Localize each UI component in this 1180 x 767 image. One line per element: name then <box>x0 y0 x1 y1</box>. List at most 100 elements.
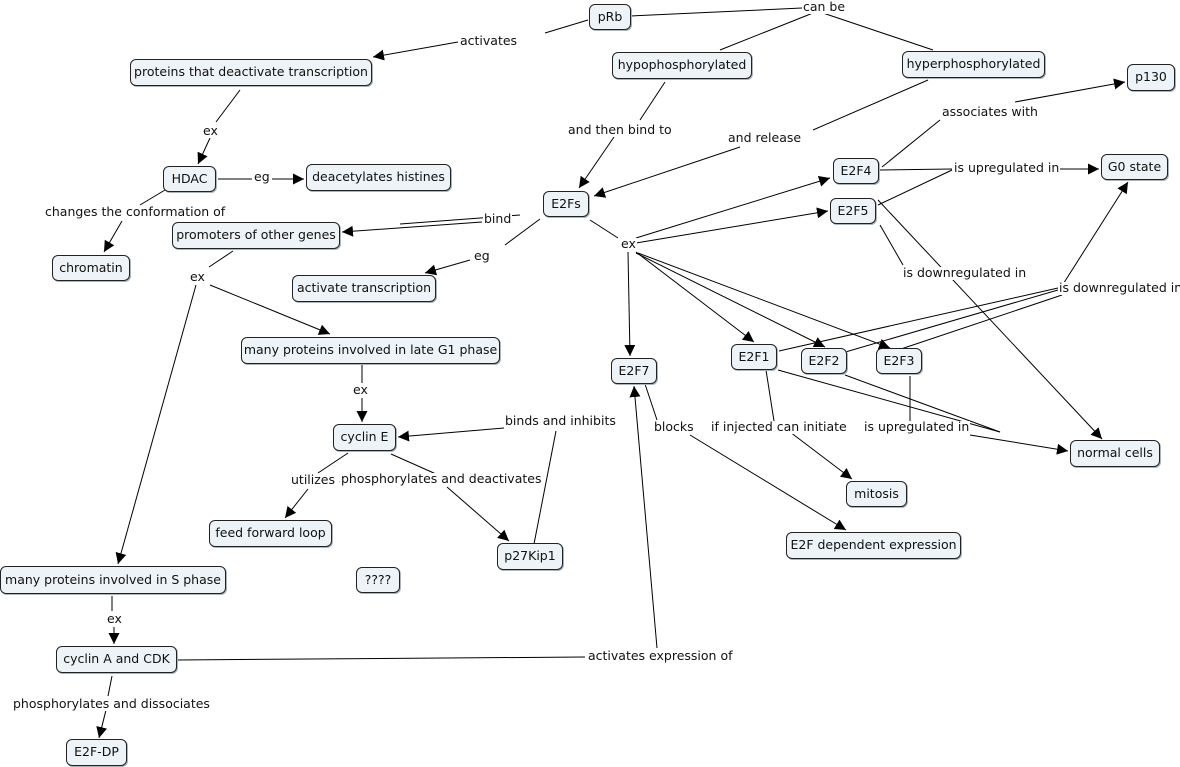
line-connector-19 <box>589 219 619 239</box>
concept-hdac[interactable]: HDAC <box>163 166 216 192</box>
arrow-connector-47 <box>115 284 197 565</box>
link-binds-and-inhibits: binds and inhibits <box>504 413 617 428</box>
concept-e2f-dp[interactable]: E2F-DP <box>66 739 127 766</box>
arrow-connector-59 <box>629 385 658 649</box>
link-activates: activates <box>459 33 519 48</box>
link-utilizes-a: utilizes a <box>290 472 348 487</box>
concept-promoters-of-other-genes[interactable]: promoters of other genes <box>172 222 340 249</box>
link-ex-deactivate-hdac: ex <box>202 123 219 138</box>
link-changes-conformation: changes the conformation of <box>44 204 227 219</box>
link-and-then-bind-to: and then bind to <box>567 122 673 137</box>
arrow-connector-46 <box>209 284 331 335</box>
concept-s-phase-proteins[interactable]: many proteins involved in S phase <box>0 566 226 594</box>
link-bind: bind <box>483 211 513 226</box>
concept-proteins-deactivate-transcription[interactable]: proteins that deactivate transcription <box>130 59 372 86</box>
arrow-connector-33 <box>1059 181 1129 290</box>
concept-e2f7[interactable]: E2F7 <box>611 358 657 384</box>
concept-e2f-dependent-expression[interactable]: E2F dependent expression <box>786 532 961 559</box>
link-if-injected-can-initiate: if injected can initiate <box>710 419 848 434</box>
link-ex-late-g1: ex <box>352 382 369 397</box>
line-connector-32 <box>879 224 904 266</box>
line-connector-34 <box>778 287 1059 352</box>
arrow-connector-23 <box>635 251 755 343</box>
arrow-connector-12 <box>578 136 615 189</box>
link-associates-with: associates with <box>941 104 1039 119</box>
concept-chromatin[interactable]: chromatin <box>52 255 130 281</box>
line-connector-11 <box>639 81 666 121</box>
line-connector-9 <box>139 189 166 206</box>
line-connector-45 <box>208 250 234 268</box>
line-connector-0 <box>629 7 803 17</box>
line-connector-38 <box>844 374 1001 433</box>
arrow-connector-21 <box>635 207 829 244</box>
concept-g0-state[interactable]: G0 state <box>1101 154 1168 180</box>
arrow-connector-10 <box>103 220 123 253</box>
line-connector-17 <box>504 218 541 246</box>
concept-late-g1-proteins[interactable]: many proteins involved in late G1 phase <box>241 337 500 364</box>
line-connector-54 <box>390 453 437 475</box>
concept-e2fs[interactable]: E2Fs <box>543 191 589 217</box>
concept-cyclin-a-and-cdk[interactable]: cyclin A and CDK <box>56 646 177 673</box>
arrow-connector-6 <box>197 137 211 165</box>
arrow-connector-50 <box>397 427 505 442</box>
link-is-upregulated-in-g0: is upregulated in <box>953 160 1061 175</box>
line-connector-41 <box>765 369 775 422</box>
link-blocks: blocks <box>653 419 695 434</box>
concept-hyperphosphorylated[interactable]: hyperphosphorylated <box>902 51 1045 78</box>
line-connector-58 <box>176 656 586 661</box>
line-connector-13 <box>812 79 929 131</box>
concept-e2f3[interactable]: E2F3 <box>876 348 922 374</box>
link-is-upregulated-in-normal: is upregulated in <box>863 419 971 434</box>
line-connector-43 <box>644 383 658 421</box>
concept-normal-cells[interactable]: normal cells <box>1070 440 1160 467</box>
arrow-connector-40 <box>969 434 1069 455</box>
arrow-connector-24 <box>635 252 826 348</box>
link-eg-e2fs: eg <box>473 248 491 263</box>
link-eg-hdac: eg <box>253 169 271 184</box>
link-activates-expression-of: activates expression of <box>587 648 734 663</box>
line-connector-52 <box>317 452 349 474</box>
concept-deacetylates-histines[interactable]: deacetylates histines <box>306 164 451 191</box>
concept-prb[interactable]: pRb <box>589 4 631 30</box>
line-connector-60 <box>107 675 113 697</box>
arrow-connector-42 <box>789 431 853 480</box>
link-ex-e2fs: ex <box>620 236 637 251</box>
concept-hypophosphorylated[interactable]: hypophosphorylated <box>612 52 752 79</box>
arrow-connector-25 <box>637 252 891 350</box>
concept-e2f4[interactable]: E2F4 <box>833 158 879 184</box>
line-connector-3 <box>544 19 589 34</box>
link-is-downregulated-in-normal: is downregulated in <box>902 265 1028 280</box>
link-is-downregulated-in-g0: is downregulated in <box>1058 281 1180 295</box>
link-can-be: can be <box>802 0 847 14</box>
concept-e2f2[interactable]: E2F2 <box>801 348 847 374</box>
line-connector-29 <box>881 119 941 168</box>
concept-question-marks[interactable]: ???? <box>356 567 400 593</box>
line-connector-35 <box>841 289 1059 354</box>
concept-e2f5[interactable]: E2F5 <box>830 198 876 224</box>
link-and-release: and release <box>727 130 803 145</box>
arrow-connector-55 <box>446 486 510 542</box>
arrow-connector-53 <box>284 488 309 519</box>
concept-p130[interactable]: p130 <box>1127 64 1175 91</box>
concept-cyclin-e[interactable]: cyclin E <box>333 424 396 451</box>
concept-mitosis[interactable]: mitosis <box>846 481 907 507</box>
link-ex-promoters: ex <box>189 269 206 284</box>
line-connector-36 <box>897 294 1063 351</box>
line-connector-26 <box>879 168 953 171</box>
arrow-connector-4 <box>372 41 459 61</box>
concept-activate-transcription[interactable]: activate transcription <box>292 275 436 302</box>
arrow-connector-18 <box>424 259 471 276</box>
arrow-connector-22 <box>624 251 636 357</box>
line-connector-28 <box>877 169 953 206</box>
concept-feed-forward-loop[interactable]: feed forward loop <box>209 520 332 547</box>
link-ex-s-phase: ex <box>106 611 123 626</box>
link-phosphorylates-and-deactivates: phosphorylates and deactivates <box>340 471 543 486</box>
line-connector-5 <box>215 89 241 123</box>
concept-e2f1[interactable]: E2F1 <box>731 344 777 370</box>
arrow-connector-16 <box>341 221 483 237</box>
line-connector-2 <box>719 12 814 51</box>
line-connector-51 <box>533 430 557 545</box>
link-phosphorylates-and-dissociates: phosphorylates and dissociates <box>12 696 211 711</box>
arrow-connector-61 <box>96 709 108 739</box>
concept-p27kip1[interactable]: p27Kip1 <box>497 543 563 570</box>
